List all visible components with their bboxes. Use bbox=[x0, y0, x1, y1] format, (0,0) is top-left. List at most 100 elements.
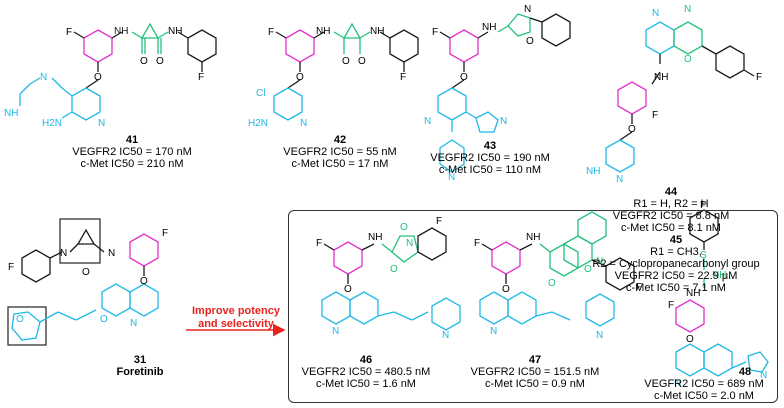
atom-NH: NH bbox=[168, 26, 182, 37]
atom-N: N bbox=[40, 72, 47, 83]
atom-O: O bbox=[156, 56, 164, 67]
atom-N: N bbox=[98, 118, 105, 129]
caption-42: 42 VEGFR2 IC50 = 55 nM c-Met IC50 = 17 n… bbox=[270, 134, 410, 170]
structure-48-labels: F S NH NH F O N N bbox=[668, 200, 767, 389]
cmet-value: c-Met IC50 = 1.6 nM bbox=[316, 378, 416, 390]
atom-NH: NH bbox=[686, 288, 700, 299]
atom-NH: NH bbox=[370, 26, 384, 37]
structure-42 bbox=[273, 22, 419, 121]
structure-47-labels: F NH O O N F O N N bbox=[474, 232, 642, 341]
atom-O: O bbox=[342, 56, 350, 67]
structure-41 bbox=[19, 22, 217, 121]
vegfr2-value: VEGFR2 IC50 = 190 nM bbox=[430, 152, 550, 164]
atom-N: N bbox=[332, 326, 339, 337]
atom-F: F bbox=[66, 27, 72, 38]
cmet-value: c-Met IC50 = 210 nM bbox=[80, 158, 184, 170]
atom-NH: NH bbox=[114, 26, 128, 37]
atom-Cl: Cl bbox=[256, 88, 265, 99]
optimized-compounds-panel bbox=[288, 210, 778, 403]
atom-NH: NH bbox=[654, 72, 668, 83]
atom-O: O bbox=[344, 284, 352, 295]
caption-41: 41 VEGFR2 IC50 = 170 nM c-Met IC50 = 210… bbox=[62, 134, 202, 170]
atom-O: O bbox=[296, 72, 304, 83]
atom-N: N bbox=[490, 326, 497, 337]
atom-F: F bbox=[700, 200, 706, 211]
atom-NH: NH bbox=[526, 232, 540, 243]
atom-F: F bbox=[316, 238, 322, 249]
atom-N: N bbox=[130, 318, 137, 329]
substituents: R1 = H, R2 = H bbox=[633, 198, 709, 210]
atom-O: O bbox=[140, 276, 148, 287]
cmet-value: c-Met IC50 = 17 nM bbox=[291, 158, 389, 170]
atom-NH: NH bbox=[482, 22, 496, 33]
atom-O: O bbox=[548, 278, 556, 289]
compound-id: 43 bbox=[483, 140, 497, 152]
compound-id: 47 bbox=[528, 354, 542, 366]
atom-N: N bbox=[60, 248, 67, 259]
atom-NH: NH bbox=[712, 270, 726, 281]
vegfr2-value: VEGFR2 IC50 = 480.5 nM bbox=[301, 366, 431, 378]
atom-NH: NH bbox=[368, 232, 382, 243]
compound-id: 31 bbox=[133, 354, 147, 366]
atom-N: N bbox=[616, 174, 623, 185]
structure-43 bbox=[437, 13, 571, 173]
atom-N: N bbox=[760, 370, 767, 381]
vegfr2-value: VEGFR2 IC50 = 151.5 nM bbox=[470, 366, 600, 378]
atom-N: N bbox=[674, 378, 681, 389]
compound-id: 42 bbox=[333, 134, 347, 146]
caption-48: 48 VEGFR2 IC50 = 689 nM c-Met IC50 = 2.0… bbox=[634, 378, 774, 402]
atom-F: F bbox=[668, 300, 674, 311]
atom-O: O bbox=[140, 56, 148, 67]
structure-31 bbox=[7, 218, 159, 346]
atom-N: N bbox=[596, 330, 603, 341]
cmet-value: c-Met IC50 = 2.0 nM bbox=[654, 390, 754, 402]
vegfr2-value: VEGFR2 IC50 = 689 nM bbox=[644, 378, 764, 390]
atom-F: F bbox=[162, 228, 168, 239]
atom-N: N bbox=[596, 256, 603, 267]
atom-H2N: H2N bbox=[248, 118, 268, 129]
caption-46: 46 VEGFR2 IC50 = 480.5 nM c-Met IC50 = 1… bbox=[296, 354, 436, 390]
caption-45: 45 R1 = CH3, R2 = Cyclopropanecarbonyl g… bbox=[588, 234, 764, 294]
atom-F: F bbox=[436, 216, 442, 227]
atom-O: O bbox=[502, 284, 510, 295]
atom-F: F bbox=[756, 72, 762, 83]
compound-id: 44 bbox=[664, 186, 678, 198]
caption-44: 44 R1 = H, R2 = H VEGFR2 IC50 = 8.8 nM c… bbox=[596, 186, 746, 234]
compound-name: Foretinib bbox=[116, 366, 164, 378]
vegfr2-value: VEGFR2 IC50 = 55 nM bbox=[283, 146, 397, 158]
vegfr2-value: VEGFR2 IC50 = 170 nM bbox=[72, 146, 192, 158]
atom-O: O bbox=[460, 72, 468, 83]
atom-O: O bbox=[390, 264, 398, 275]
structure-31-labels: F N N O F O O N O bbox=[8, 228, 168, 329]
cmet-value: c-Met IC50 = 7.1 nM bbox=[626, 282, 726, 294]
substituent-r1: R1 = CH3, bbox=[650, 246, 702, 258]
cmet-value: c-Met IC50 = 0.9 nM bbox=[485, 378, 585, 390]
vegfr2-value: VEGFR2 IC50 = 8.8 nM bbox=[612, 210, 730, 222]
atom-S: S bbox=[700, 250, 707, 261]
structure-44-45 bbox=[605, 21, 755, 173]
atom-O: O bbox=[400, 222, 408, 233]
atom-N: N bbox=[442, 330, 449, 341]
atom-F: F bbox=[652, 110, 658, 121]
arrow-label: Improve potency and selectivity bbox=[186, 305, 286, 331]
atom-F: F bbox=[198, 72, 204, 83]
compound-id: 41 bbox=[125, 134, 139, 146]
caption-43: 43 VEGFR2 IC50 = 190 nM c-Met IC50 = 110… bbox=[420, 140, 560, 176]
structure-43-labels: F NH N O O N N N bbox=[424, 4, 534, 183]
atom-NH: NH bbox=[586, 166, 600, 177]
atom-O: O bbox=[358, 56, 366, 67]
atom-F: F bbox=[8, 262, 14, 273]
arrow-label-line-2: and selectivity bbox=[198, 318, 274, 330]
compound-id: 48 bbox=[738, 366, 752, 378]
atom-N: N bbox=[300, 118, 307, 129]
atom-O: O bbox=[100, 314, 108, 325]
atom-O: O bbox=[526, 36, 534, 47]
cmet-value: c-Met IC50 = 110 nM bbox=[438, 164, 542, 176]
compound-id: 45 bbox=[669, 234, 683, 246]
atom-N: N bbox=[524, 4, 531, 15]
structure-46 bbox=[321, 227, 461, 331]
arrow-label-line-1: Improve potency bbox=[191, 305, 281, 317]
atom-F: F bbox=[636, 282, 642, 293]
atom-N: N bbox=[448, 172, 455, 183]
atom-N: N bbox=[652, 8, 659, 19]
